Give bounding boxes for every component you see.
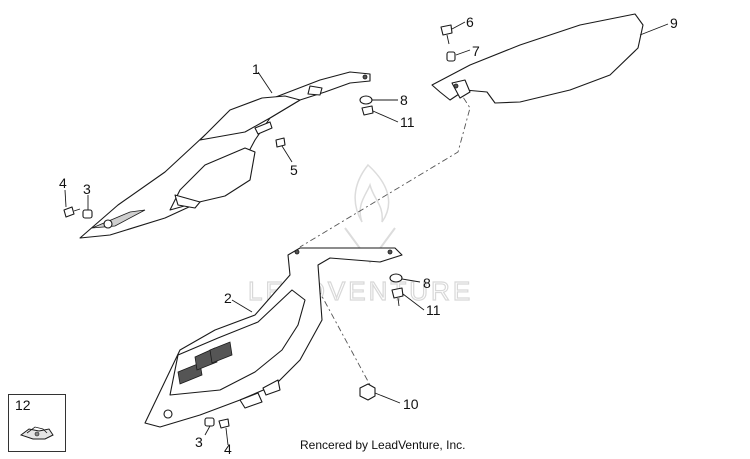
callout-8-lower: 8 bbox=[423, 275, 431, 291]
screw-4-upper bbox=[63, 206, 75, 218]
callout-4-lower: 4 bbox=[224, 441, 232, 457]
part-2-lower-side-panel bbox=[144, 247, 403, 428]
part-12-inset: 12 bbox=[8, 394, 66, 452]
nut-10 bbox=[359, 383, 376, 401]
bushing-7 bbox=[446, 51, 456, 62]
screw-4-lower bbox=[218, 418, 230, 429]
screw-11-upper bbox=[361, 105, 374, 116]
bushing-3-lower bbox=[204, 417, 215, 427]
leader-lines bbox=[64, 21, 669, 446]
hardware bbox=[63, 24, 456, 429]
callout-4-upper: 4 bbox=[59, 175, 67, 191]
screw-6 bbox=[440, 24, 453, 36]
part-9-rear-cover bbox=[431, 13, 644, 104]
assembly-line-9-to-2 bbox=[299, 85, 471, 248]
part-1-upper-side-panel bbox=[79, 71, 371, 239]
callout-7: 7 bbox=[472, 43, 480, 59]
callout-6: 6 bbox=[466, 14, 474, 30]
screw-5 bbox=[275, 137, 286, 148]
clip-nut-icon bbox=[19, 426, 54, 440]
callout-11-lower: 11 bbox=[426, 302, 441, 318]
callout-10: 10 bbox=[403, 396, 419, 412]
footer-credit: Rencered by LeadVenture, Inc. bbox=[300, 438, 466, 452]
callout-12: 12 bbox=[15, 397, 31, 413]
washer-8-lower bbox=[389, 273, 403, 283]
bushing-3-upper bbox=[82, 209, 93, 219]
callout-3-upper: 3 bbox=[83, 181, 91, 197]
assembly-line-2-to-10 bbox=[297, 251, 371, 386]
callout-11-upper: 11 bbox=[400, 114, 415, 130]
callout-9: 9 bbox=[670, 15, 678, 31]
callout-1: 1 bbox=[252, 61, 260, 77]
callout-5: 5 bbox=[290, 162, 298, 178]
washer-8-upper bbox=[359, 95, 373, 105]
callout-2: 2 bbox=[224, 290, 232, 306]
screw-11-lower bbox=[391, 287, 404, 299]
callout-3-lower: 3 bbox=[195, 434, 203, 450]
callout-8-upper: 8 bbox=[400, 92, 408, 108]
callout-labels: 1 2 3 3 4 4 5 6 7 8 8 9 10 11 11 bbox=[59, 14, 678, 457]
